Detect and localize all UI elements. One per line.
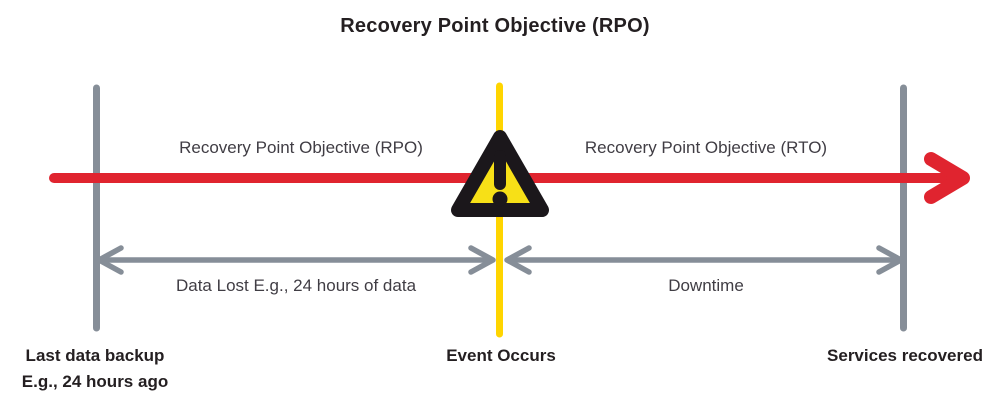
diagram-title: Recovery Point Objective (RPO)	[340, 15, 650, 37]
data-lost-span-arrow	[96, 245, 496, 275]
event-marker-label: Event Occurs	[446, 346, 556, 365]
backup-marker-label-line1: Last data backup	[25, 346, 165, 365]
data-lost-label: Data Lost E.g., 24 hours of data	[175, 276, 417, 295]
warning-triangle-icon	[451, 130, 549, 217]
recovered-marker-label: Services recovered	[827, 346, 983, 365]
backup-marker-label: Last data backup E.g., 24 hours ago	[22, 343, 168, 395]
backup-marker-label-line2: E.g., 24 hours ago	[21, 372, 169, 391]
rpo-arrow-label: Recovery Point Objective (RPO)	[179, 138, 423, 157]
rto-arrow-label: Recovery Point Objective (RTO)	[584, 138, 828, 157]
downtime-span-arrow	[504, 245, 904, 275]
downtime-label: Downtime	[668, 276, 744, 295]
